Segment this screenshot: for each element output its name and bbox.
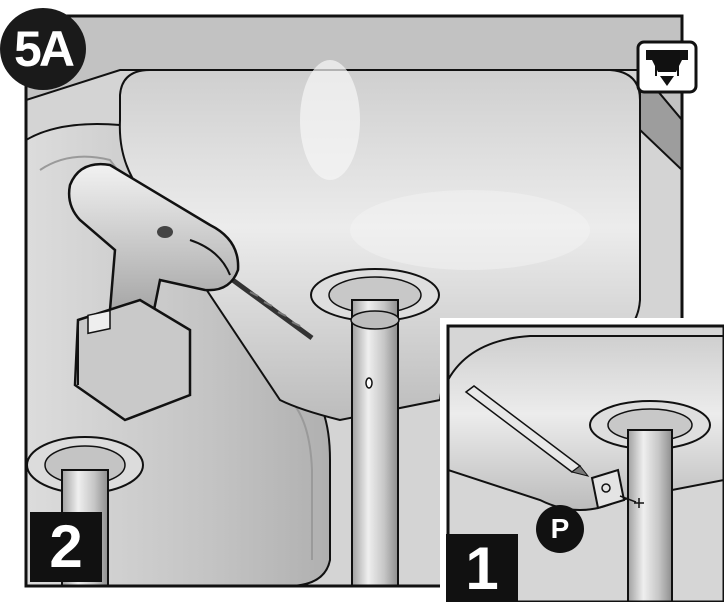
step-badge: 5A (0, 8, 86, 90)
main-frame (24, 14, 684, 588)
part-callout-p: P (536, 505, 584, 553)
under-sink-mount-icon (636, 40, 698, 94)
panel-number-1: 1 (446, 534, 518, 602)
panel-number-2: 2 (30, 512, 102, 582)
pencil-icon (464, 385, 590, 477)
drill-icon (67, 162, 314, 422)
